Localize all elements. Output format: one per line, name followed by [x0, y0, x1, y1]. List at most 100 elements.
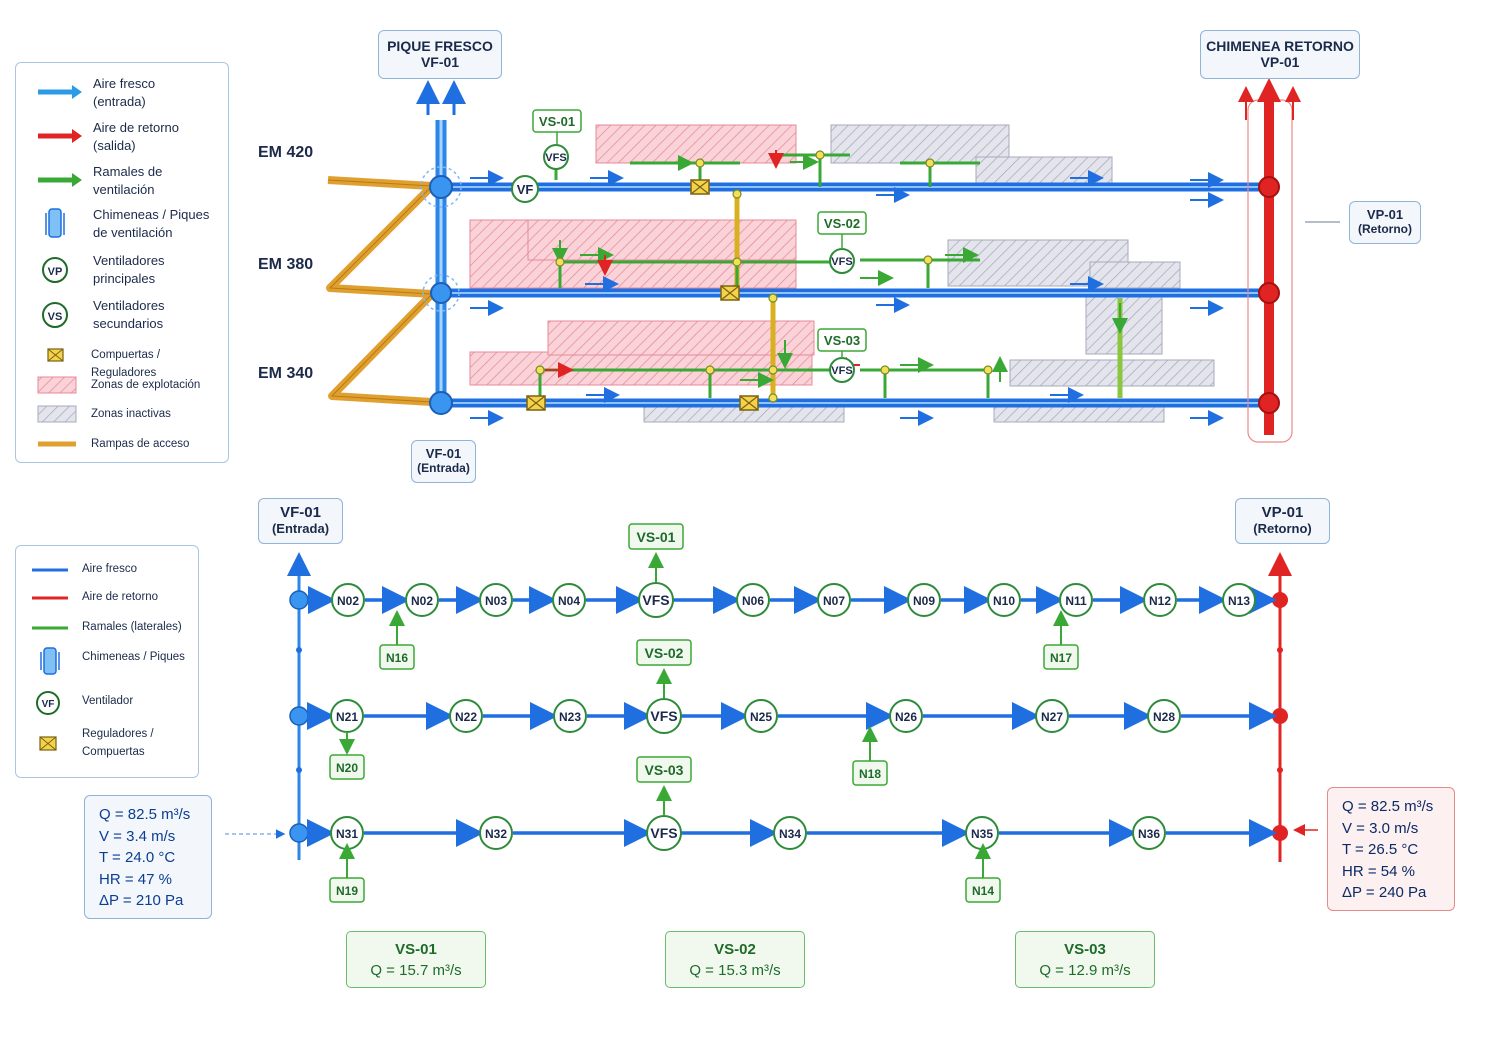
drift-flow-arrows	[470, 170, 1224, 426]
network-node-label: N31	[336, 827, 358, 841]
network-node[interactable]: N03	[479, 583, 513, 617]
summary-vs03: VS-03 Q = 12.9 m³/s	[1015, 931, 1155, 988]
fan-icon: VF	[36, 691, 60, 715]
vp-side-id: VP-01	[1366, 207, 1404, 222]
network-node[interactable]: N07	[817, 583, 851, 617]
network-node-label: N23	[559, 710, 581, 724]
network-node[interactable]: N12	[1143, 583, 1177, 617]
network-node-label: N26	[895, 710, 917, 724]
network-branch-label: N17	[1050, 651, 1072, 665]
network-fan-node[interactable]: VFS	[646, 815, 682, 851]
network-node[interactable]: N34	[773, 816, 807, 850]
network-fan-tag-label: VS-01	[637, 529, 676, 545]
damper-icon	[39, 736, 57, 751]
network-branch[interactable]: N20	[329, 732, 365, 780]
network-node[interactable]: N23	[553, 699, 587, 733]
network-node[interactable]: N28	[1147, 699, 1181, 733]
network-node[interactable]: N21	[330, 699, 364, 733]
network-node[interactable]: N35	[965, 816, 999, 850]
vs03-tag: VS-03	[824, 333, 860, 348]
exhaust-pressure: ΔP = 240 Pa	[1342, 884, 1427, 901]
network-node-label: N36	[1138, 827, 1160, 841]
network-node[interactable]: N09	[907, 583, 941, 617]
vfs-label-2: VFS	[831, 256, 852, 268]
network-node[interactable]: N31	[330, 816, 364, 850]
return-shaft	[1238, 78, 1340, 443]
network-node[interactable]: N02	[405, 583, 439, 617]
network-node[interactable]: N10	[987, 583, 1021, 617]
exhaust-shaft-label: CHIMENEA RETORNO VP-01	[1200, 30, 1360, 79]
network-node-label: N06	[742, 594, 764, 608]
top-legend-icons: VP VS	[37, 85, 82, 447]
legend-dampers: Compuertas / Reguladores	[91, 349, 161, 379]
svg-text:VP: VP	[48, 266, 63, 278]
summary-vs01-title: VS-01	[395, 941, 437, 958]
arrow-green-icon	[38, 173, 82, 187]
network-branch[interactable]: N16	[379, 610, 415, 670]
network-node[interactable]: N02	[331, 583, 365, 617]
exhaust-temperature: T = 26.5 °C	[1342, 841, 1419, 858]
network-branch-label: N16	[386, 651, 408, 665]
network-fan-tag-label: VS-03	[645, 762, 684, 778]
network-fan-node[interactable]: VFS	[638, 582, 674, 618]
vf-bottom-label: VF-01 (Entrada)	[411, 440, 476, 483]
network-node-label: N22	[455, 710, 477, 724]
legend-secondary-fans: Ventiladores secundarios	[93, 298, 165, 331]
legend-shafts: Chimeneas / Piques de ventilación	[93, 207, 210, 240]
network-node-label: N09	[913, 594, 935, 608]
intake-velocity: V = 3.4 m/s	[99, 827, 176, 845]
network-node-label: N02	[411, 594, 433, 608]
network-node-label: N04	[558, 594, 580, 608]
network-branch-label: N19	[336, 884, 358, 898]
level-em340: EM 340	[258, 365, 314, 382]
network-node-label: N21	[336, 710, 358, 724]
legend-inactive-zones: Zonas inactivas	[91, 408, 171, 420]
net-legend-fan: Ventilador	[82, 695, 134, 707]
vf-bottom-id: VF-01	[425, 446, 462, 461]
network-node[interactable]: N13	[1222, 583, 1256, 617]
network-node[interactable]: N04	[552, 583, 586, 617]
network-node[interactable]: N32	[479, 816, 513, 850]
exhaust-humidity: HR = 54 %	[1342, 862, 1415, 880]
network-node-label: N28	[1153, 710, 1175, 724]
network-branch[interactable]: N17	[1043, 610, 1079, 670]
summary-vs02: VS-02 Q = 15.3 m³/s	[665, 931, 805, 988]
intake-humidity: HR = 47 %	[99, 870, 172, 888]
network-node[interactable]: N36	[1132, 816, 1166, 850]
vs-fan-icon: VS	[42, 302, 68, 328]
network-node[interactable]: N11	[1059, 583, 1093, 617]
net-legend-shafts: Chimeneas / Piques	[82, 651, 185, 663]
network-node[interactable]: N26	[889, 699, 923, 733]
network-branch[interactable]: N14	[965, 843, 1001, 903]
network-fan-node[interactable]: VFS	[646, 698, 682, 734]
summary-vs02-flow: Q = 15.3 m³/s	[689, 962, 781, 979]
network-fan-tag: VS-01	[628, 523, 684, 582]
vf-fan-label: VF	[517, 182, 534, 197]
network-vf-sub: (Entrada)	[271, 521, 330, 536]
network-node[interactable]: N06	[736, 583, 770, 617]
network-fan-tag: VS-03	[636, 756, 692, 815]
network-node[interactable]: N27	[1035, 699, 1069, 733]
network-node-label: N25	[750, 710, 772, 724]
network-legend: VF Aire fresco Aire de retorno Ramales (…	[15, 545, 199, 778]
summary-vs02-title: VS-02	[714, 941, 756, 958]
svg-text:VF: VF	[42, 699, 55, 710]
exhaust-velocity: V = 3.0 m/s	[1342, 819, 1419, 837]
legend-return-air: Aire de retorno (salida)	[93, 120, 179, 153]
network-node[interactable]: N22	[449, 699, 483, 733]
network-branch[interactable]: N18	[852, 726, 888, 786]
intake-shaft-label: PIQUE FRESCO VF-01	[378, 30, 502, 79]
vp-side-sub: (Retorno)	[1358, 222, 1412, 236]
net-legend-branches: Ramales (laterales)	[82, 621, 182, 633]
exhaust-flow: Q = 82.5 m³/s	[1342, 798, 1434, 815]
network-node[interactable]: N25	[744, 699, 778, 733]
network-branch-label: N18	[859, 767, 881, 781]
exhaust-shaft-id: VP-01	[1260, 54, 1300, 70]
network-branch[interactable]: N19	[329, 843, 365, 903]
dampers	[526, 179, 759, 411]
vp-side-label: VP-01 (Retorno)	[1349, 201, 1421, 244]
network-node-label: N10	[993, 594, 1015, 608]
net-legend-return: Aire de retorno	[82, 591, 159, 603]
